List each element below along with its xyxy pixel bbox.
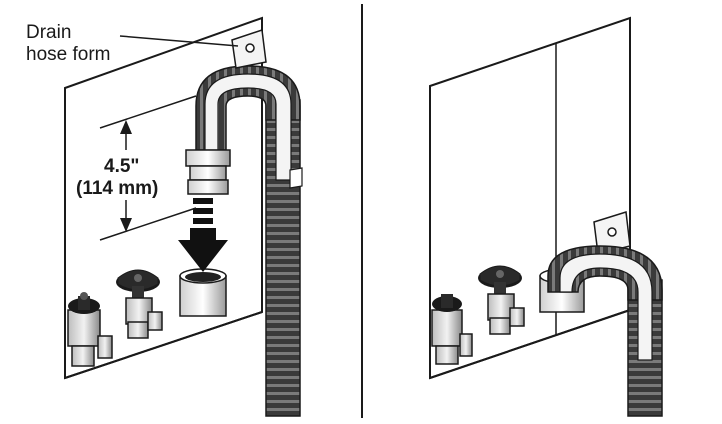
faucet-valve-left-right-panel <box>431 294 473 365</box>
insert-arrow <box>178 198 228 272</box>
faucet-valve-left <box>67 292 113 367</box>
dimension-imperial: 4.5" <box>104 156 139 177</box>
faucet-valve-right-right-panel <box>478 265 525 335</box>
hose-form-right <box>559 253 653 361</box>
faucet-valve-right <box>116 269 163 339</box>
wall-base-line <box>64 311 263 379</box>
right-panel <box>429 16 663 417</box>
left-panel: Drain hose form 4.5" (114 mm) <box>26 16 303 417</box>
dimension-marker <box>99 95 197 241</box>
drain-hose-left <box>185 28 303 417</box>
callout-label-line1: Drain <box>26 22 71 43</box>
callout-label-line2: hose form <box>26 44 110 65</box>
drain-hose-right <box>547 245 663 417</box>
hose-end-fitting <box>185 149 231 167</box>
standpipe <box>179 268 227 317</box>
dimension-metric: (114 mm) <box>76 178 158 199</box>
callout-leader <box>119 35 239 47</box>
